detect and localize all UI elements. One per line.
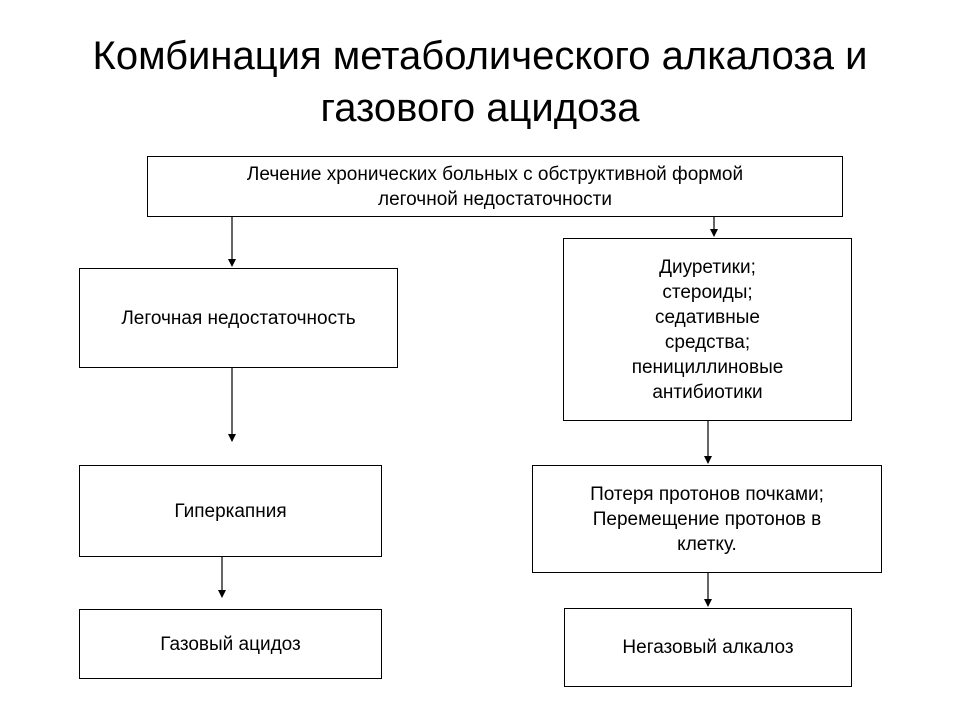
box-drugs-line-5: пенициллиновые — [631, 356, 784, 378]
box-treatment-root-line-2: легочной недостаточности — [377, 188, 612, 210]
box-treatment-root-line-1: Лечение хронических больных с обструктив… — [246, 163, 744, 185]
box-lung-failure: Легочная недостаточность — [79, 268, 398, 368]
box-drugs-line-4: средства; — [664, 331, 751, 353]
box-treatment-root: Лечение хронических больных с обструктив… — [147, 156, 843, 217]
box-hypercapnia: Гиперкапния — [79, 465, 382, 557]
box-proton-loss-line-1: Потеря протонов почками; — [590, 483, 824, 505]
box-proton-loss: Потеря протонов почками; Перемещение про… — [532, 465, 882, 573]
box-nongas-alkalosis: Негазовый алкалоз — [564, 608, 852, 687]
box-nongas-alkalosis-text: Негазовый алкалоз — [622, 637, 794, 658]
box-drugs-line-2: стероиды; — [662, 281, 753, 303]
box-drugs-line-3: седативные — [654, 306, 760, 328]
box-hypercapnia-text: Гиперкапния — [174, 500, 287, 522]
box-gas-acidosis-text: Газовый ацидоз — [160, 633, 301, 655]
box-gas-acidosis: Газовый ацидоз — [79, 609, 382, 679]
box-proton-loss-line-3: клетку. — [677, 533, 737, 555]
box-drugs-line-6: антибиотики — [652, 381, 763, 403]
slide-title: Комбинация метаболического алкалоза и га… — [0, 30, 960, 134]
slide-title-line-1: Комбинация метаболического алкалоза и — [92, 34, 868, 78]
box-drugs: Диуретики; стероиды; седативные средства… — [563, 238, 852, 421]
box-drugs-line-1: Диуретики; — [659, 256, 756, 278]
slide-title-line-2: газового ацидоза — [320, 86, 640, 130]
box-proton-loss-line-2: Перемещение протонов в — [592, 508, 822, 530]
box-lung-failure-text: Легочная недостаточность — [121, 307, 356, 329]
